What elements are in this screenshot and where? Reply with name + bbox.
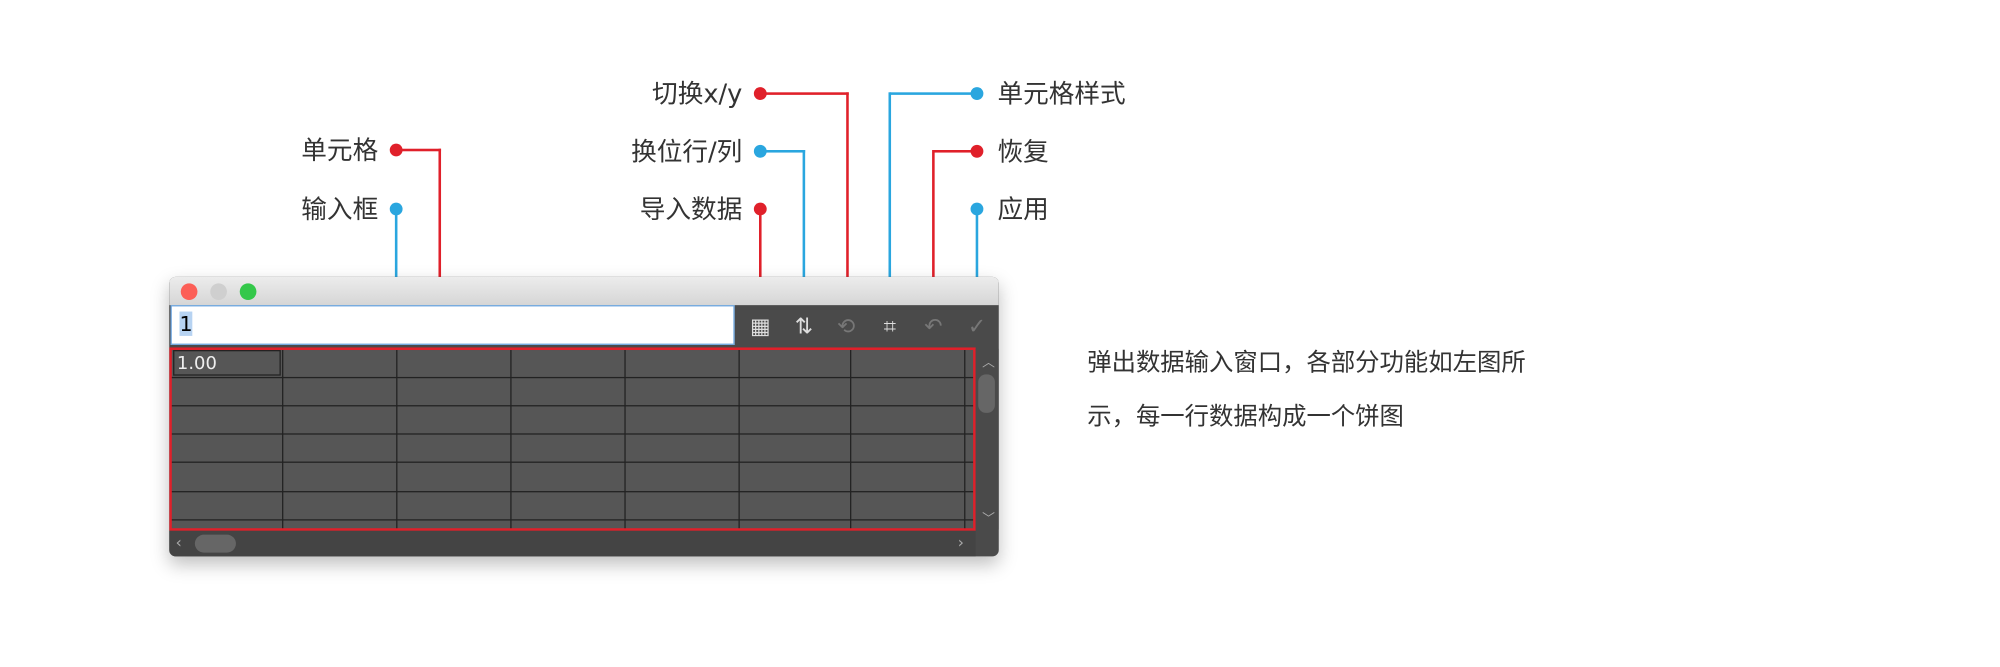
switch-xy-icon[interactable]: ⟲ — [837, 314, 856, 340]
input-value: 1 — [179, 311, 193, 336]
callout-line — [394, 208, 398, 325]
data-input-window: 1 ▦ ⇅ ⟲ ⌗ ↶ ✓ 1.00 ︿ ﹀ ‹ › — [169, 276, 999, 557]
callout-dot — [753, 202, 767, 216]
callout-dot — [970, 202, 984, 216]
callout-dot — [389, 202, 403, 216]
vertical-scroll-thumb[interactable] — [978, 374, 995, 413]
cell-style-icon[interactable]: ⌗ — [883, 314, 896, 340]
callout-line — [759, 208, 762, 298]
selected-cell[interactable]: 1.00 — [173, 350, 281, 376]
revert-icon[interactable]: ↶ — [924, 314, 943, 340]
callout-line — [975, 208, 979, 298]
horizontal-scrollbar[interactable]: ‹ › — [169, 530, 976, 557]
callout-line — [932, 150, 935, 298]
callout-line — [933, 150, 975, 153]
description-line-1: 弹出数据输入窗口，各部分功能如左图所 — [1087, 348, 1526, 377]
callout-line — [888, 92, 892, 298]
horizontal-scroll-thumb[interactable] — [194, 534, 236, 553]
import-data-icon[interactable]: ▦ — [749, 314, 771, 340]
value-input[interactable]: 1 — [170, 305, 735, 345]
cell-highlight-box — [169, 347, 976, 531]
label-cell: 单元格 — [301, 134, 379, 166]
close-button[interactable] — [180, 283, 198, 301]
label-apply: 应用 — [997, 193, 1049, 225]
title-bar[interactable] — [169, 276, 999, 306]
callout-line — [846, 92, 849, 298]
callout-line — [760, 92, 849, 95]
zoom-button[interactable] — [239, 283, 257, 301]
callout-line — [760, 150, 806, 153]
scroll-left-icon[interactable]: ‹ — [175, 533, 182, 552]
label-cell-style: 单元格样式 — [997, 78, 1126, 109]
callout-line — [802, 150, 806, 298]
vertical-scrollbar[interactable]: ︿ ﹀ — [975, 348, 999, 530]
scroll-up-icon[interactable]: ︿ — [982, 356, 995, 371]
apply-icon[interactable]: ✓ — [967, 314, 987, 340]
label-input-box: 输入框 — [301, 193, 379, 225]
callout-dot — [970, 144, 984, 158]
label-transpose: 换位行/列 — [631, 135, 743, 167]
callout-line — [438, 148, 442, 349]
cell-grid[interactable]: 1.00 — [170, 348, 975, 530]
label-revert: 恢复 — [997, 135, 1049, 167]
transpose-icon[interactable]: ⇅ — [794, 314, 814, 340]
label-switch-xy: 切换x/y — [652, 78, 743, 109]
minimize-button[interactable] — [210, 283, 227, 301]
scroll-right-icon[interactable]: › — [957, 533, 964, 552]
callout-line — [889, 92, 975, 95]
label-import-data: 导入数据 — [639, 193, 743, 225]
callout-dot — [970, 87, 984, 101]
callout-line — [396, 148, 442, 152]
scroll-down-icon[interactable]: ﹀ — [982, 512, 995, 527]
description-line-2: 示，每一行数据构成一个饼图 — [1087, 402, 1404, 431]
